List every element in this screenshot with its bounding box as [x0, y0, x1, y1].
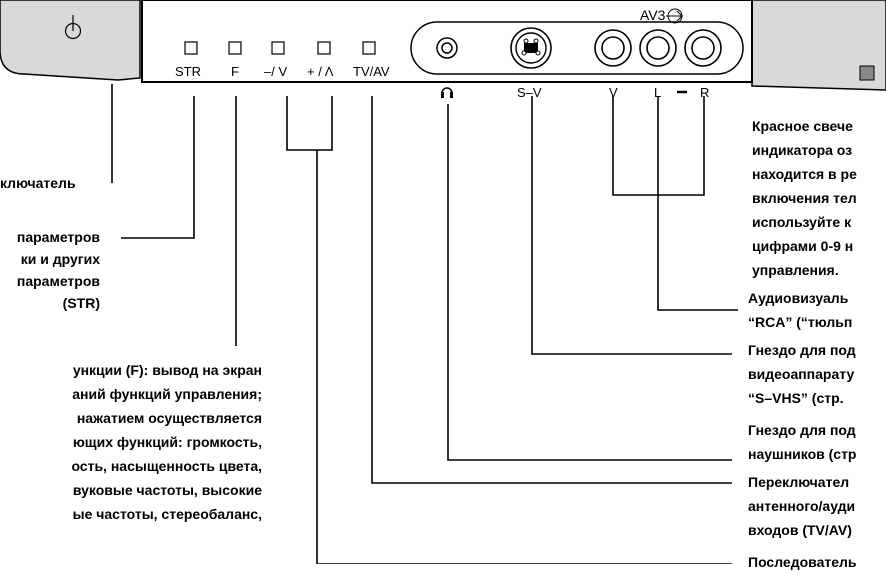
red-indicator-caption-4: включения тел: [752, 190, 857, 206]
red-indicator-caption-1: Красное свече: [752, 118, 853, 134]
av-caption-1: Аудиовизуаль: [748, 290, 849, 306]
headphone-icon: [441, 87, 453, 98]
svideo-jack[interactable]: [510, 27, 552, 69]
volume-up-button[interactable]: [317, 41, 331, 55]
rca-audio-r-jack[interactable]: [684, 29, 722, 67]
tv-av-button[interactable]: [362, 41, 376, 55]
volume-down-label: –/ V: [264, 64, 288, 79]
str-label: STR: [175, 64, 201, 79]
standby-indicator: [859, 65, 875, 81]
audio-r-label: R: [700, 85, 710, 100]
leader-lines: [111, 84, 738, 564]
tv-body-left: [0, 0, 141, 81]
f-caption-4: ющих функций: громкость,: [72, 434, 262, 450]
volume-up-label: + / Λ: [307, 64, 334, 79]
f-caption-2: аний функций управления;: [72, 386, 262, 402]
tvav-caption-2: антенного/ауди: [748, 498, 856, 514]
svideo-label: S–V: [517, 85, 542, 100]
tv-av-label: TV/AV: [353, 64, 390, 79]
svhs-caption-1: Гнездо для под: [748, 342, 856, 358]
av3-label: AV3: [640, 7, 666, 23]
red-indicator-caption-7: управления.: [752, 262, 839, 278]
svhs-caption-2: видеоаппарату: [748, 366, 855, 382]
f-caption-1: ункции (F): вывод на экран: [72, 362, 262, 378]
phones-caption-1: Гнездо для под: [748, 422, 856, 438]
f-label: F: [231, 64, 239, 79]
sequential-caption: Последователь: [748, 554, 857, 570]
power-switch-caption: ключатель: [0, 175, 76, 191]
headphone-jack[interactable]: [436, 37, 458, 59]
svhs-caption-3: “S–VHS” (стр.: [748, 390, 844, 406]
av-caption-2: “RCA” (“тюльп: [748, 314, 853, 330]
rca-audio-l-jack[interactable]: [639, 29, 677, 67]
input-arrow-icon: [666, 8, 683, 24]
str-caption-4: (STR): [62, 295, 100, 311]
str-button[interactable]: [184, 41, 198, 55]
f-caption-3: нажатием осуществляется: [76, 410, 262, 426]
red-indicator-caption-5: используйте к: [752, 214, 852, 230]
volume-down-button[interactable]: [271, 41, 285, 55]
str-caption-3: параметров: [16, 273, 100, 289]
video-label: V: [609, 85, 618, 100]
phones-caption-2: наушников (стр: [748, 446, 857, 462]
red-indicator-caption-6: цифрами 0-9 н: [752, 238, 854, 254]
str-caption-2: ки и других: [20, 251, 100, 267]
red-indicator-caption-2: индикатора оз: [752, 142, 853, 158]
power-icon[interactable]: [64, 15, 82, 40]
red-indicator-caption-3: находится в ре: [752, 166, 857, 182]
rca-video-jack[interactable]: [594, 29, 632, 67]
f-button[interactable]: [228, 41, 242, 55]
audio-l-label: L: [654, 85, 662, 100]
str-caption-1: параметров: [16, 229, 100, 245]
tvav-caption-1: Переключател: [748, 474, 850, 490]
f-caption-7: ые частоты, стереобаланс,: [72, 506, 262, 522]
f-caption-5: ость, насыщенность цвета,: [71, 458, 262, 474]
f-caption-6: вуковые частоты, высокие: [72, 482, 262, 498]
tvav-caption-3: входов (TV/AV): [748, 522, 852, 538]
